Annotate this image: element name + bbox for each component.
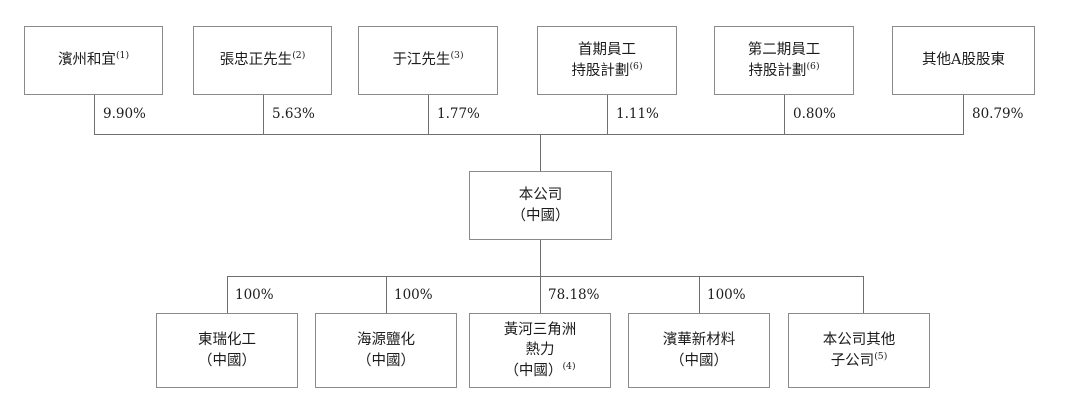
subsidiary-box-binhua-new-materials: 濱華新材料（中國） [628, 313, 770, 388]
ownership-pct-subsidiary-1: 100% [394, 287, 433, 303]
connector-bus-to-company [540, 134, 541, 172]
connector-subsidiary-3 [699, 276, 700, 313]
subsidiary-box-dongrui-chemical: 東瑞化工（中國） [156, 313, 298, 388]
shareholder-bus-bar [94, 134, 964, 135]
connector-shareholder-4 [784, 95, 785, 135]
company-box-the-company: 本公司（中國） [469, 171, 612, 240]
connector-subsidiary-2 [540, 276, 541, 313]
shareholder-box-binzhou-heyi: 濱州和宜(1) [24, 26, 163, 95]
shareholder-box-second-employee-share-plan: 第二期員工持股計劃(6) [714, 26, 854, 95]
connector-subsidiary-4 [863, 276, 864, 313]
ownership-pct-shareholder-4: 0.80% [793, 106, 836, 122]
connector-subsidiary-0 [227, 276, 228, 313]
connector-company-to-bus [540, 240, 541, 277]
connector-shareholder-3 [607, 95, 608, 135]
connector-subsidiary-1 [386, 276, 387, 313]
shareholder-box-mr-yu-jiang: 于江先生(3) [358, 26, 498, 95]
shareholder-box-mr-zhang-zhongzheng: 張忠正先生(2) [193, 26, 332, 95]
shareholder-box-other-a-share-holders: 其他A股股東 [892, 26, 1035, 95]
subsidiary-box-other-subsidiaries: 本公司其他子公司(5) [788, 313, 930, 388]
ownership-pct-shareholder-0: 9.90% [103, 106, 146, 122]
ownership-pct-shareholder-5: 80.79% [972, 106, 1024, 122]
connector-shareholder-2 [428, 95, 429, 135]
ownership-pct-shareholder-1: 5.63% [272, 106, 315, 122]
shareholder-label: 于江先生(3) [392, 50, 464, 69]
ownership-pct-subsidiary-2: 78.18% [548, 287, 600, 303]
connector-shareholder-5 [963, 95, 964, 135]
company-label: 本公司（中國） [511, 186, 570, 224]
ownership-pct-subsidiary-0: 100% [235, 287, 274, 303]
subsidiary-label: 海源鹽化（中國） [357, 331, 415, 369]
subsidiary-box-haiyuan-salt-chemical: 海源鹽化（中國） [315, 313, 457, 388]
shareholder-label: 張忠正先生(2) [219, 50, 306, 69]
subsidiary-label: 本公司其他子公司(5) [822, 331, 896, 369]
shareholder-label: 濱州和宜(1) [57, 50, 130, 69]
connector-shareholder-0 [94, 95, 95, 135]
shareholder-label: 首期員工持股計劃(6) [571, 41, 643, 79]
shareholder-box-first-employee-share-plan: 首期員工持股計劃(6) [537, 26, 677, 95]
shareholder-label: 其他A股股東 [922, 52, 1005, 69]
shareholder-label: 第二期員工持股計劃(6) [747, 41, 821, 79]
ownership-pct-subsidiary-3: 100% [707, 287, 746, 303]
subsidiary-bus-bar [227, 276, 864, 277]
subsidiary-label: 東瑞化工（中國） [198, 331, 256, 369]
ownership-pct-shareholder-3: 1.11% [616, 106, 659, 122]
subsidiary-box-yellow-river-delta-thermal: 黃河三角洲熱力（中國）(4) [469, 313, 611, 388]
connector-shareholder-1 [263, 95, 264, 135]
ownership-pct-shareholder-2: 1.77% [437, 106, 480, 122]
subsidiary-label: 濱華新材料（中國） [662, 331, 736, 369]
subsidiary-label: 黃河三角洲熱力（中國）(4) [503, 321, 577, 379]
